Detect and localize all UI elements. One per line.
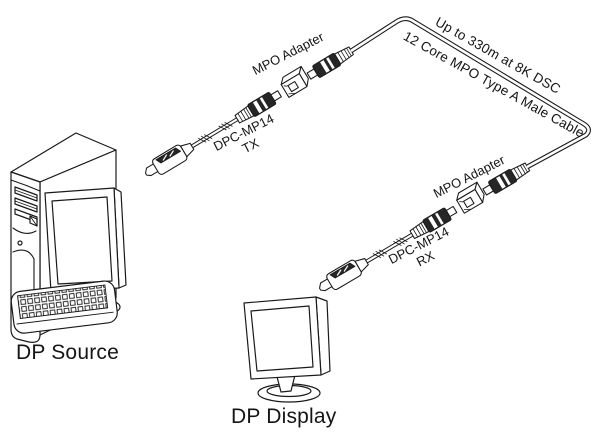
rx-assembly <box>314 156 532 296</box>
trunk-cable <box>349 16 591 170</box>
keyboard-icon <box>10 280 118 334</box>
source-monitor-icon <box>44 187 127 317</box>
dp-display-label: DP Display <box>231 405 337 428</box>
tx-assembly <box>140 40 356 181</box>
display-monitor-icon <box>243 296 331 403</box>
dp-source-label: DP Source <box>16 341 119 364</box>
